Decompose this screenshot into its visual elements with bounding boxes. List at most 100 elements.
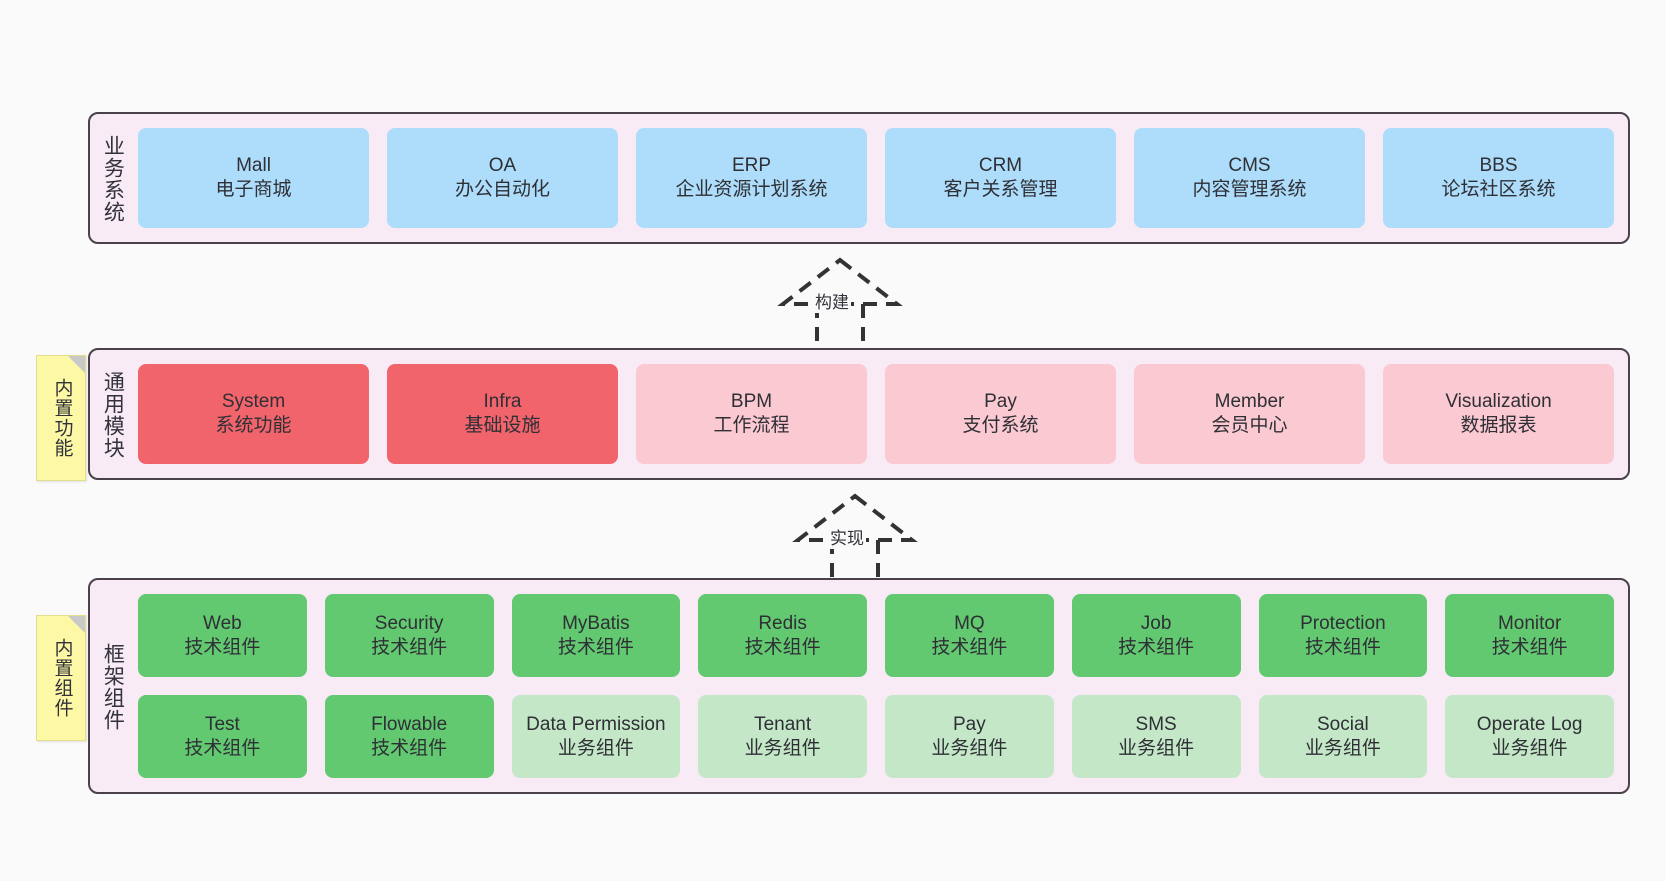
- note-text: 内置组件: [51, 638, 73, 718]
- layer-title-framework: 框架组件: [101, 643, 125, 731]
- card-mq[interactable]: MQ 技术组件: [885, 594, 1054, 677]
- card-grid-business: Mall 电子商城 OA 办公自动化 ERP 企业资源计划系统 CRM 客户关系…: [134, 114, 1628, 242]
- card-row: Test 技术组件 Flowable 技术组件 Data Permission …: [138, 695, 1614, 778]
- card-title-en: CRM: [978, 155, 1023, 177]
- layer-title-common: 通用模块: [101, 371, 125, 459]
- card-web[interactable]: Web 技术组件: [138, 594, 307, 677]
- card-title-en: Protection: [1300, 612, 1386, 634]
- card-bpm[interactable]: BPM 工作流程: [636, 364, 867, 464]
- card-protection[interactable]: Protection 技术组件: [1258, 594, 1428, 677]
- card-oa[interactable]: OA 办公自动化: [387, 128, 618, 228]
- connector-label-implement: 实现: [828, 524, 866, 549]
- layer-framework-components: 框架组件 Web 技术组件 Security 技术组件 MyBatis 技术组件…: [88, 578, 1630, 794]
- card-cms[interactable]: CMS 内容管理系统: [1134, 128, 1365, 228]
- card-title-en: Monitor: [1497, 612, 1562, 634]
- card-title-en: Social: [1317, 713, 1369, 735]
- card-flowable[interactable]: Flowable 技术组件: [324, 695, 494, 778]
- card-social[interactable]: Social 业务组件: [1258, 695, 1428, 778]
- card-pay[interactable]: Pay 支付系统: [885, 364, 1116, 464]
- card-title-en: Mall: [236, 155, 271, 177]
- card-title-en: BPM: [730, 391, 773, 413]
- layer-common-modules: 通用模块 System 系统功能 Infra 基础设施 BPM 工作流程 Pay…: [88, 348, 1630, 480]
- card-title-cn: 基础设施: [464, 415, 541, 436]
- card-title-cn: 业务组件: [557, 737, 634, 759]
- card-title-en: OA: [488, 155, 517, 177]
- connector-label-build: 构建: [813, 288, 851, 313]
- card-system[interactable]: System 系统功能: [138, 364, 369, 464]
- card-title-en: Infra: [483, 391, 522, 413]
- card-title-en: Test: [204, 713, 240, 735]
- card-title-cn: 业务组件: [1304, 737, 1381, 759]
- card-title-cn: 业务组件: [1118, 737, 1195, 759]
- note-builtin-function: 内置功能: [36, 355, 86, 481]
- card-title-en: SMS: [1135, 713, 1177, 735]
- card-title-en: Security: [374, 612, 444, 634]
- card-pay-business[interactable]: Pay 业务组件: [885, 695, 1054, 778]
- card-title-cn: 数据报表: [1460, 415, 1537, 436]
- card-crm[interactable]: CRM 客户关系管理: [885, 128, 1116, 228]
- card-grid-common: System 系统功能 Infra 基础设施 BPM 工作流程 Pay 支付系统…: [134, 350, 1628, 478]
- card-title-cn: 技术组件: [184, 636, 261, 658]
- card-title-cn: 技术组件: [1118, 636, 1195, 658]
- card-erp[interactable]: ERP 企业资源计划系统: [636, 128, 867, 228]
- note-text: 内置功能: [51, 378, 73, 458]
- card-title-en: Pay: [953, 713, 986, 735]
- card-row: Mall 电子商城 OA 办公自动化 ERP 企业资源计划系统 CRM 客户关系…: [138, 128, 1614, 228]
- card-sms[interactable]: SMS 业务组件: [1071, 695, 1241, 778]
- card-title-cn: 技术组件: [371, 737, 448, 759]
- connector-build: 构建: [745, 252, 935, 354]
- card-visualization[interactable]: Visualization 数据报表: [1383, 364, 1614, 464]
- card-member[interactable]: Member 会员中心: [1134, 364, 1365, 464]
- card-mall[interactable]: Mall 电子商城: [138, 128, 369, 228]
- card-row: Web 技术组件 Security 技术组件 MyBatis 技术组件 Redi…: [138, 594, 1614, 677]
- layer-business-systems: 业务系统 Mall 电子商城 OA 办公自动化 ERP 企业资源计划系统 CRM…: [88, 112, 1630, 244]
- card-title-en: ERP: [731, 155, 772, 177]
- card-bbs[interactable]: BBS 论坛社区系统: [1383, 128, 1614, 228]
- card-infra[interactable]: Infra 基础设施: [387, 364, 618, 464]
- card-title-en: Visualization: [1445, 391, 1552, 413]
- card-title-en: Redis: [758, 612, 807, 634]
- card-title-en: Member: [1214, 391, 1285, 413]
- card-tenant[interactable]: Tenant 业务组件: [698, 695, 867, 778]
- card-title-cn: 内容管理系统: [1192, 179, 1307, 200]
- card-test[interactable]: Test 技术组件: [138, 695, 307, 778]
- card-title-en: Web: [203, 612, 242, 634]
- card-job[interactable]: Job 技术组件: [1071, 594, 1241, 677]
- card-title-cn: 技术组件: [371, 636, 448, 658]
- note-builtin-component: 内置组件: [36, 615, 86, 741]
- card-data-permission[interactable]: Data Permission 业务组件: [511, 695, 681, 778]
- card-monitor[interactable]: Monitor 技术组件: [1445, 594, 1614, 677]
- card-mybatis[interactable]: MyBatis 技术组件: [511, 594, 681, 677]
- card-title-en: Pay: [984, 391, 1017, 413]
- card-title-cn: 工作流程: [713, 415, 790, 436]
- card-title-cn: 客户关系管理: [943, 179, 1058, 200]
- card-title-cn: 业务组件: [744, 737, 821, 759]
- card-title-en: MQ: [954, 612, 985, 634]
- card-title-cn: 技术组件: [184, 737, 261, 759]
- card-title-en: BBS: [1479, 155, 1518, 177]
- card-title-cn: 系统功能: [215, 415, 292, 436]
- layer-title-business: 业务系统: [101, 135, 125, 223]
- connector-implement: 实现: [760, 488, 950, 590]
- card-title-cn: 会员中心: [1211, 415, 1288, 436]
- card-security[interactable]: Security 技术组件: [324, 594, 494, 677]
- card-title-en: Data Permission: [526, 713, 666, 735]
- card-title-en: MyBatis: [562, 612, 630, 634]
- card-grid-framework: Web 技术组件 Security 技术组件 MyBatis 技术组件 Redi…: [134, 580, 1628, 792]
- card-title-cn: 技术组件: [1304, 636, 1381, 658]
- card-title-en: Operate Log: [1476, 713, 1583, 735]
- card-title-cn: 技术组件: [1491, 636, 1568, 658]
- card-title-en: Tenant: [754, 713, 812, 735]
- card-title-en: Flowable: [371, 713, 448, 735]
- card-title-cn: 技术组件: [744, 636, 821, 658]
- card-redis[interactable]: Redis 技术组件: [698, 594, 867, 677]
- card-title-cn: 论坛社区系统: [1441, 179, 1556, 200]
- card-title-cn: 企业资源计划系统: [675, 179, 828, 200]
- card-title-cn: 办公自动化: [454, 179, 550, 200]
- card-title-cn: 支付系统: [962, 415, 1039, 436]
- card-operate-log[interactable]: Operate Log 业务组件: [1445, 695, 1614, 778]
- card-title-en: System: [221, 391, 286, 413]
- card-title-cn: 电子商城: [215, 179, 292, 200]
- card-title-en: Job: [1140, 612, 1172, 634]
